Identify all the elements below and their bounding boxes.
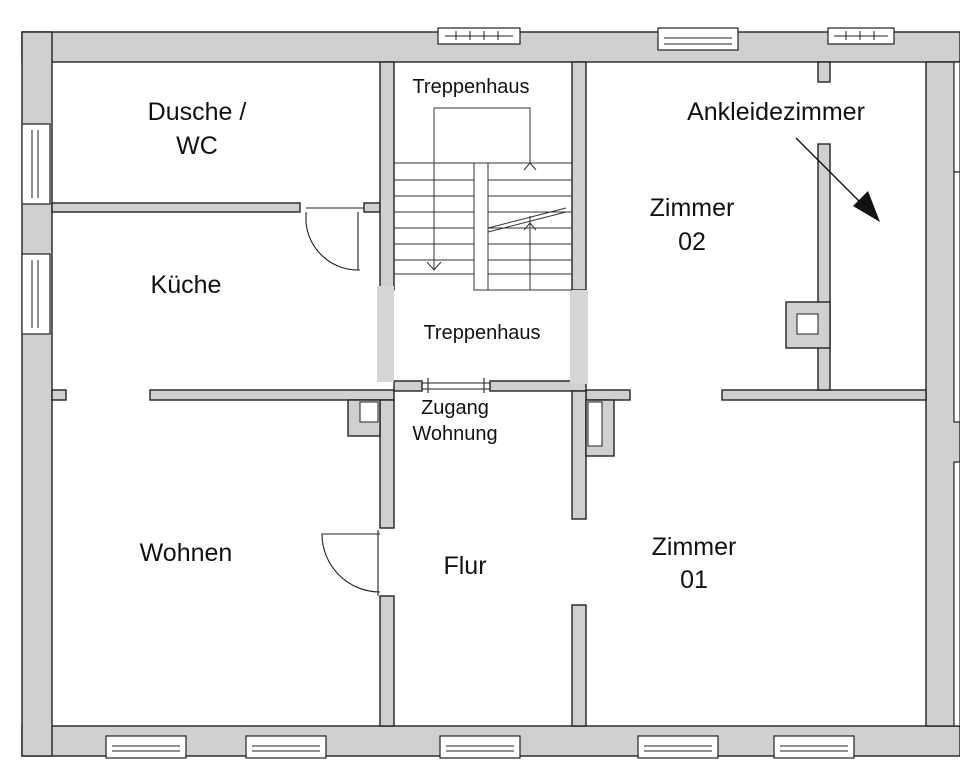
windows [21, 27, 960, 759]
window-right-edge [953, 61, 960, 727]
ankleide-arrow [795, 137, 880, 222]
label-zimmer01-2: 01 [680, 566, 708, 594]
window-bottom-zimmer01-1 [637, 735, 719, 759]
window-bottom-wohnen-1 [105, 735, 187, 759]
window-top-zimmer02 [657, 27, 739, 51]
window-top-stair [437, 27, 521, 45]
label-kueche: Küche [151, 271, 222, 299]
window-bottom-wohnen-2 [245, 735, 327, 759]
room-labels: Dusche / WC Küche Wohnen Flur Treppenhau… [140, 76, 865, 594]
label-dusche-wc-2: WC [176, 132, 218, 160]
label-wohnen: Wohnen [140, 539, 233, 567]
label-zugang-1: Zugang [421, 397, 489, 419]
doors [305, 207, 490, 596]
door-wohnen [321, 530, 381, 596]
window-top-ankleide [827, 27, 895, 45]
label-dusche-wc-1: Dusche / [148, 98, 247, 126]
label-zimmer02-2: 02 [678, 228, 706, 256]
label-zugang-2: Wohnung [412, 423, 497, 445]
label-zimmer02-1: Zimmer [650, 194, 735, 222]
window-bottom-flur [439, 735, 521, 759]
window-left-kueche [21, 253, 51, 335]
label-flur: Flur [443, 552, 486, 580]
interior-walls [51, 61, 927, 727]
door-kueche [305, 207, 364, 271]
window-left-dusche [21, 123, 51, 205]
label-treppenhaus-lower: Treppenhaus [423, 322, 540, 344]
label-treppenhaus-upper: Treppenhaus [412, 76, 529, 98]
window-bottom-zimmer01-2 [773, 735, 855, 759]
door-zugang [422, 378, 490, 393]
label-zimmer01-1: Zimmer [652, 533, 737, 561]
staircase [394, 107, 572, 291]
label-ankleidezimmer: Ankleidezimmer [687, 98, 865, 126]
